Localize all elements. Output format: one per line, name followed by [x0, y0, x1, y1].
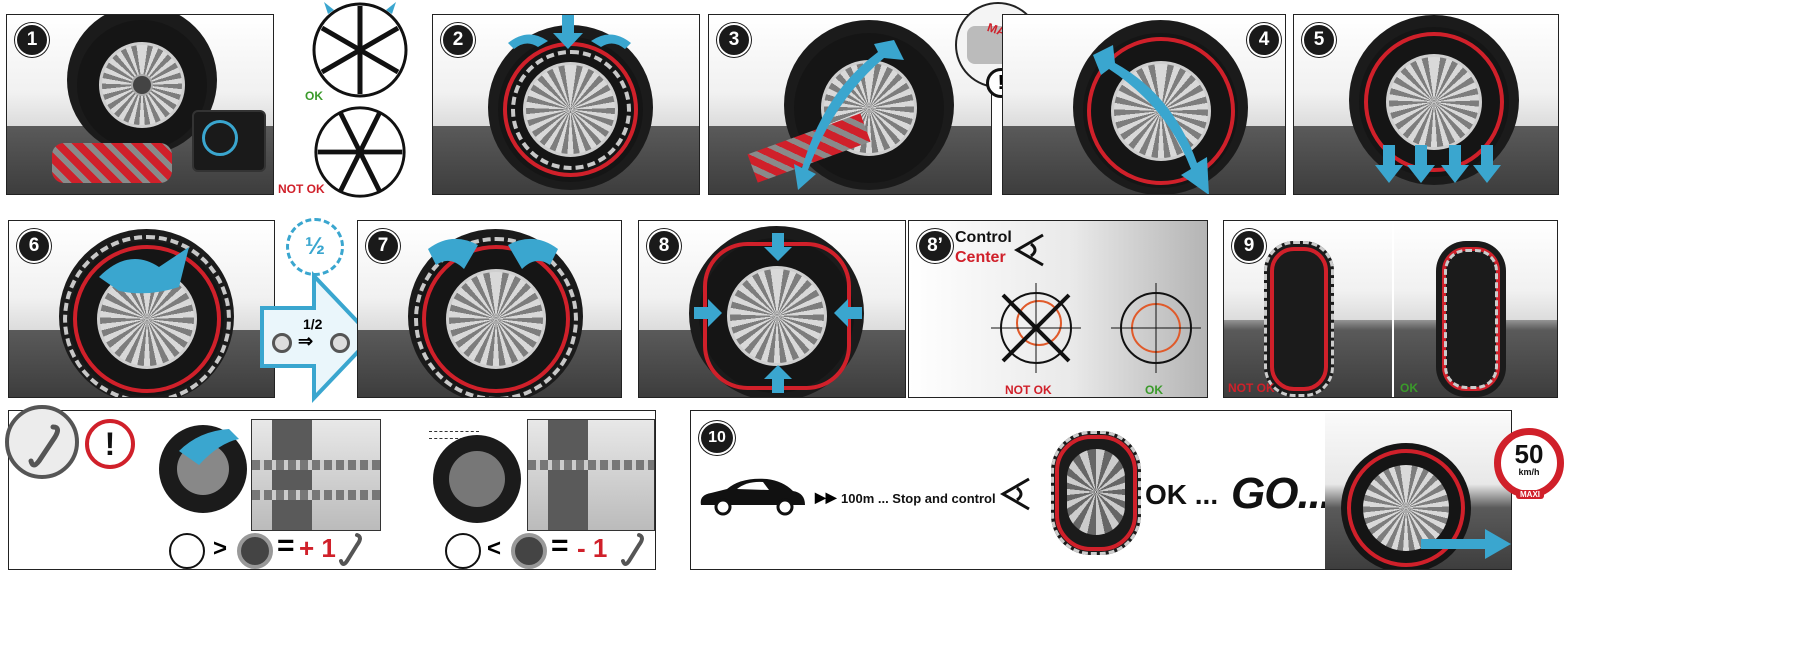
- greater-than-icon: >: [213, 535, 228, 562]
- step-10-panel: 10 ▶▶ 100m ... Stop and control OK ... G…: [690, 410, 1512, 570]
- adjustment-panel: ! > = + 1 < = - 1: [5, 405, 656, 570]
- not-ok-label: NOT OK: [1228, 381, 1275, 395]
- step-7-panel: 7: [357, 220, 622, 398]
- step-5-panel: 5: [1293, 14, 1559, 195]
- route-instruction: 100m ... Stop and control: [841, 491, 996, 506]
- rim: [99, 42, 185, 128]
- step-number: 10: [699, 421, 735, 455]
- equals-icon: =: [551, 529, 569, 562]
- ok-label: OK: [1400, 381, 1418, 395]
- ok-label: OK: [1145, 383, 1163, 397]
- step-number: 9: [1232, 229, 1266, 263]
- chain-closeup-photo: [527, 419, 655, 531]
- hand-icon: [99, 247, 189, 294]
- chain: [511, 50, 631, 170]
- step-number: 1: [15, 23, 49, 57]
- exclamation-icon: !: [85, 419, 135, 469]
- curved-arrow-icon: [1093, 45, 1209, 194]
- center-label: Center: [955, 249, 1006, 266]
- dashed-line: [429, 431, 479, 439]
- not-ok-label: NOT OK: [278, 182, 325, 196]
- chain: [414, 237, 578, 397]
- step-number: 5: [1302, 23, 1336, 57]
- hook-icon: [339, 533, 362, 566]
- speed-value: 50: [1514, 439, 1544, 469]
- tire-front-not-ok: [1264, 241, 1334, 397]
- plus-one-label: + 1: [299, 533, 336, 563]
- hook-icon: [5, 405, 79, 479]
- small-spoke-icon: [169, 533, 205, 569]
- mounted-tire-photo: [1051, 431, 1141, 555]
- wheel-too-large-icon: [433, 435, 521, 523]
- chain-frame: [1364, 32, 1504, 172]
- wheel-too-small-icon: [159, 425, 247, 513]
- half-turn-badge: ½: [286, 218, 344, 276]
- step-number: 8’: [917, 229, 953, 263]
- eye-icon: [1013, 233, 1044, 267]
- curved-arrow-icon: [794, 40, 904, 190]
- mini-wheel-icon: [330, 333, 350, 353]
- right-arrow-icon: [1421, 529, 1511, 559]
- control-label: Control: [955, 229, 1012, 246]
- hand-icon: [508, 34, 548, 49]
- eye-icon: [999, 477, 1030, 511]
- hand-icon: [428, 238, 478, 269]
- spoke-diagram-not-ok: [314, 106, 406, 198]
- step-8-panel: 8: [638, 220, 906, 398]
- step-number: 4: [1247, 23, 1281, 57]
- step-9-panel: 9 NOT OK OK: [1223, 220, 1558, 398]
- step-4-panel: 4: [1002, 14, 1286, 195]
- step-number: 6: [17, 229, 51, 263]
- ok-label: OK: [305, 89, 323, 103]
- minus-one-label: - 1: [577, 533, 608, 563]
- final-photo: [1325, 413, 1511, 569]
- equals-icon: =: [277, 529, 295, 562]
- up-arrows-icon: [1375, 145, 1501, 183]
- step-2-panel: 2: [432, 14, 700, 195]
- panel-divider: [1392, 221, 1394, 397]
- small-wheel-icon: [511, 533, 547, 569]
- chain-closeup-photo: [251, 419, 381, 531]
- spoke-diagram-ok: [312, 2, 408, 98]
- step-number: 3: [717, 23, 751, 57]
- storage-bag: [192, 110, 266, 172]
- step-6-panel: 6: [8, 220, 275, 398]
- step-number: 2: [441, 23, 475, 57]
- go-label: GO...: [1231, 469, 1332, 518]
- less-than-icon: <: [487, 535, 502, 562]
- small-wheel-icon: [237, 533, 273, 569]
- small-spoke-icon: [445, 533, 481, 569]
- big-right-arrow-icon: [260, 270, 375, 404]
- hook-icon: [621, 533, 644, 566]
- hand-icon: [591, 34, 631, 49]
- down-arrow-icon: [553, 15, 583, 49]
- step-8b-panel: 8’ Control Center NOT OK OK: [908, 220, 1208, 398]
- chain-frame: [1087, 37, 1235, 185]
- chain: [63, 235, 231, 397]
- step-3-panel: 3: [708, 14, 992, 195]
- speed-unit: km/h: [1518, 467, 1540, 477]
- step-1-panel: 1: [6, 14, 274, 195]
- crosshair-not-ok-icon: [991, 283, 1081, 373]
- crosshair-ok-icon: [1111, 283, 1201, 373]
- hand-icon: [508, 238, 558, 269]
- implies-icon: ⇒: [298, 331, 314, 351]
- mini-wheel-icon: [272, 333, 292, 353]
- hub: [131, 74, 153, 96]
- ok-dots-label: OK ...: [1145, 479, 1219, 510]
- tire-front-ok: [1436, 241, 1506, 397]
- speed-tag: MAXI: [1516, 490, 1544, 499]
- car-icon: [700, 478, 805, 516]
- step-number: 8: [647, 229, 681, 263]
- inward-arrows-icon: [694, 233, 862, 393]
- half-fraction-label: 1/2: [303, 316, 323, 332]
- chain-bundle: [52, 143, 172, 183]
- step-number: 7: [366, 229, 400, 263]
- not-ok-label: NOT OK: [1005, 383, 1052, 397]
- fast-forward-icon: ▶▶: [815, 489, 837, 505]
- speed-limit-icon: 50 km/h: [1494, 428, 1564, 498]
